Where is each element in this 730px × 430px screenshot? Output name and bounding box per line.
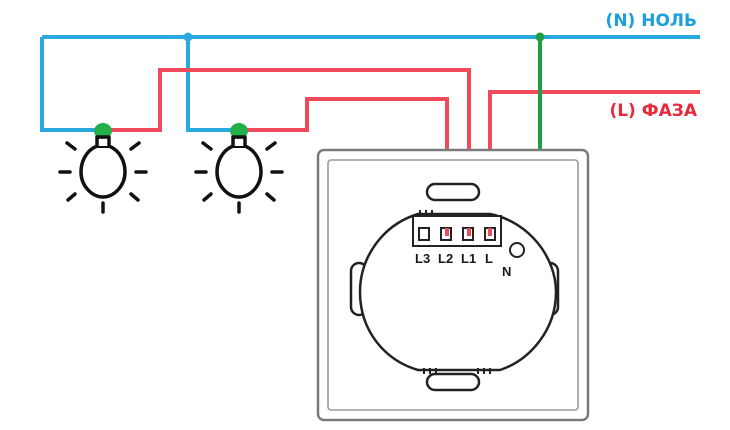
- terminal-label-l3: L3: [415, 251, 430, 266]
- neutral-wire-lamp-1: [40, 37, 100, 132]
- phase-label: (L) ФАЗА: [609, 101, 697, 121]
- terminal-label-l: L: [485, 251, 493, 266]
- mounting-slot-bottom: [425, 372, 481, 392]
- light-bulb-icon: [194, 123, 284, 214]
- neutral-wire-lamp-2: [186, 37, 236, 132]
- mounting-slot-top: [425, 182, 481, 202]
- terminal-label-n: N: [502, 264, 511, 279]
- terminal-screw-l3: [418, 227, 430, 241]
- junction-dot: [183, 32, 193, 42]
- terminal-n: [509, 242, 525, 258]
- terminal-label-l1: L1: [461, 251, 476, 266]
- light-bulb-icon: [58, 123, 148, 214]
- switched-wire-lamp-1: [106, 68, 471, 232]
- terminal-label-l2: L2: [438, 251, 453, 266]
- junction-dot: [535, 32, 545, 42]
- mechanism-body: [358, 212, 558, 372]
- neutral-label: (N) НОЛЬ: [606, 11, 697, 31]
- switch-plate: L3 L2 L1 L N: [316, 148, 590, 422]
- switched-wire-lamp-2: [242, 97, 449, 232]
